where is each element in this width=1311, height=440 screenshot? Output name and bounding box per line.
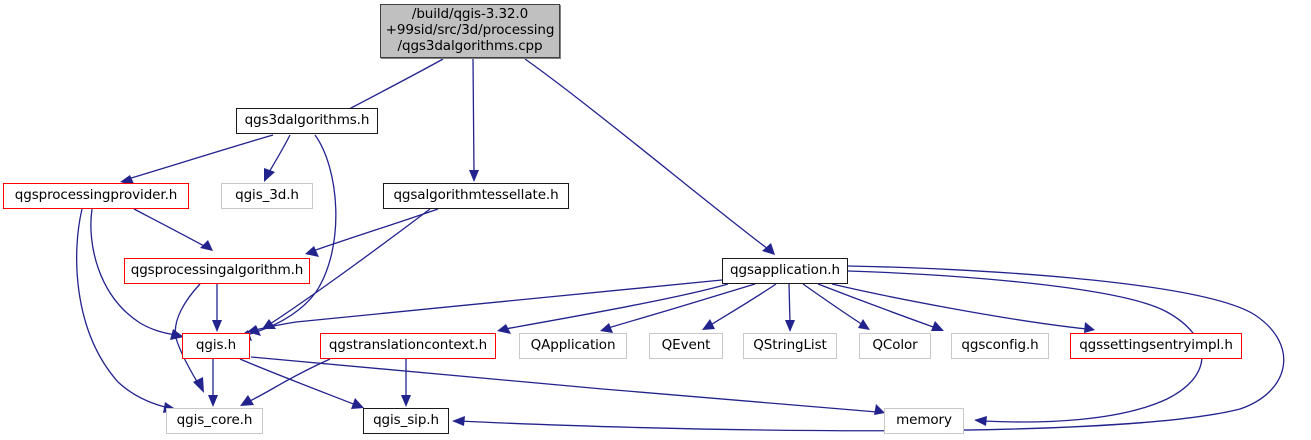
arrowhead-app-to-qevent: [702, 319, 715, 330]
edge-provider-to-qgiscore: [76, 208, 170, 409]
graph-node-memory[interactable]: memory: [884, 408, 964, 434]
edge-app-to-qevent: [708, 283, 777, 327]
node-label: qgsapplication.h: [730, 262, 840, 279]
node-label: qgis_sip.h: [373, 412, 439, 429]
node-label: qgis_3d.h: [235, 187, 299, 204]
arrowhead-provider-to-qgis: [170, 329, 184, 340]
graph-node-qgstranslationcontext-h[interactable]: qgstranslationcontext.h: [320, 333, 496, 359]
node-label: QEvent: [661, 337, 711, 354]
edge-qgs3dalgorithms-to-provider: [127, 134, 274, 180]
graph-node-qgsprocessingalgorithm-h[interactable]: qgsprocessingalgorithm.h: [124, 258, 310, 284]
edge-tessellate-to-qgis: [269, 208, 431, 325]
edge-app-to-settingsentry: [831, 283, 1088, 330]
edge-app-to-qstringlist: [788, 283, 791, 324]
node-label: qgstranslationcontext.h: [328, 337, 488, 354]
arrowhead-app-to-qcolor: [858, 319, 870, 330]
edge-app-to-qgissip: [459, 265, 1285, 432]
edge-qgs3dalgorithms-to-qgis3d: [267, 134, 291, 175]
edge-algorithm-to-qgiscore: [174, 283, 201, 386]
graph-node-qgis-sip-h[interactable]: qgis_sip.h: [363, 408, 449, 434]
node-label: qgsprocessingprovider.h: [14, 187, 178, 204]
graph-node-qstringlist[interactable]: QStringList: [743, 333, 837, 359]
graph-node-qcolor[interactable]: QColor: [859, 333, 931, 359]
edge-qgis-to-memory: [250, 356, 878, 413]
graph-node-qgsconfig-h[interactable]: qgsconfig.h: [951, 333, 1049, 359]
edge-app-to-qcolor: [802, 283, 864, 326]
edge-qgis-to-qgissip: [239, 358, 357, 406]
arrowhead-algorithm-to-qgis: [212, 320, 222, 332]
edge-tessellate-to-algorithm: [312, 208, 439, 252]
graph-node-qgis-3d-h[interactable]: qgis_3d.h: [221, 183, 313, 209]
arrowhead-app-to-qstringlist: [785, 320, 795, 332]
graph-node-qgssettingsentryimpl-h[interactable]: qgssettingsentryimpl.h: [1070, 333, 1242, 359]
arrowhead-root-to-qgsapplication: [762, 243, 775, 255]
node-label: qgis.h: [195, 337, 237, 354]
node-label: QColor: [872, 337, 918, 354]
graph-node-qgs3dalgorithms-cpp: /build/qgis-3.32.0 +99sid/src/3d/process…: [380, 4, 560, 58]
edge-app-to-qgsconfig: [817, 283, 937, 329]
node-label: qgis_core.h: [176, 412, 253, 429]
arrowhead-app-to-qapplication: [600, 323, 613, 333]
arrowhead-translation-to-qgiscore: [240, 395, 254, 406]
arrowhead-root-to-qgsalgorithmtessellate: [469, 170, 479, 182]
arrowhead-app-to-qgissip: [452, 416, 465, 426]
arrowhead-qgs3dalgorithms-to-qgis3d: [264, 168, 275, 182]
node-label: QApplication: [530, 337, 616, 354]
graph-node-qgis-h[interactable]: qgis.h: [182, 333, 250, 359]
arrowhead-qgis-to-qgissip: [351, 398, 364, 409]
edge-app-to-translationcontext: [504, 283, 729, 330]
graph-node-qgsapplication-h[interactable]: qgsapplication.h: [722, 258, 848, 284]
arrowhead-app-to-qgis-long: [247, 325, 261, 336]
node-label: /build/qgis-3.32.0 +99sid/src/3d/process…: [385, 6, 555, 54]
arrowhead-provider-to-algorithm: [200, 240, 213, 251]
graph-node-qgsprocessingprovider-h[interactable]: qgsprocessingprovider.h: [3, 183, 189, 209]
edge-app-to-qgis-long: [254, 279, 723, 331]
node-label: qgs3dalgorithms.h: [244, 112, 370, 129]
arrowhead-translation-to-qgissip: [401, 395, 411, 407]
arrowhead-algorithm-to-qgiscore: [193, 377, 204, 393]
node-label: qgsprocessingalgorithm.h: [130, 262, 304, 279]
edge-translation-to-qgiscore: [247, 358, 331, 403]
arrowhead-tessellate-to-algorithm: [305, 246, 319, 257]
node-label: qgsalgorithmtessellate.h: [393, 187, 559, 204]
graph-node-qevent[interactable]: QEvent: [649, 333, 723, 359]
node-label: qgssettingsentryimpl.h: [1079, 337, 1233, 354]
edge-root-to-qgsapplication: [524, 58, 769, 250]
edge-app-to-qapplication: [607, 283, 756, 329]
arrowhead-app-to-qgsconfig: [931, 321, 944, 331]
arrowhead-app-to-settingsentry: [1084, 322, 1095, 333]
graph-node-qapplication[interactable]: QApplication: [519, 333, 627, 359]
graph-node-qgs3dalgorithms-h[interactable]: qgs3dalgorithms.h: [236, 108, 378, 134]
edge-provider-to-algorithm: [133, 208, 207, 248]
arrowhead-qgis-to-memory: [874, 404, 885, 415]
graph-node-qgis-core-h[interactable]: qgis_core.h: [166, 408, 263, 434]
graph-node-qgsalgorithmtessellate-h[interactable]: qgsalgorithmtessellate.h: [383, 183, 569, 209]
arrowhead-app-to-translationcontext: [497, 324, 511, 334]
edge-root-to-qgsalgorithmtessellate: [472, 58, 475, 174]
edge-qgs3dalgorithms-to-qgis-curve: [246, 134, 337, 336]
node-label: QStringList: [753, 337, 827, 354]
node-label: memory: [896, 412, 952, 429]
node-label: qgsconfig.h: [961, 337, 1039, 354]
arrowhead-qgis-to-qgiscore: [208, 395, 218, 407]
edge-provider-to-qgis: [90, 208, 177, 336]
arrowhead-app-to-memory: [974, 416, 987, 426]
